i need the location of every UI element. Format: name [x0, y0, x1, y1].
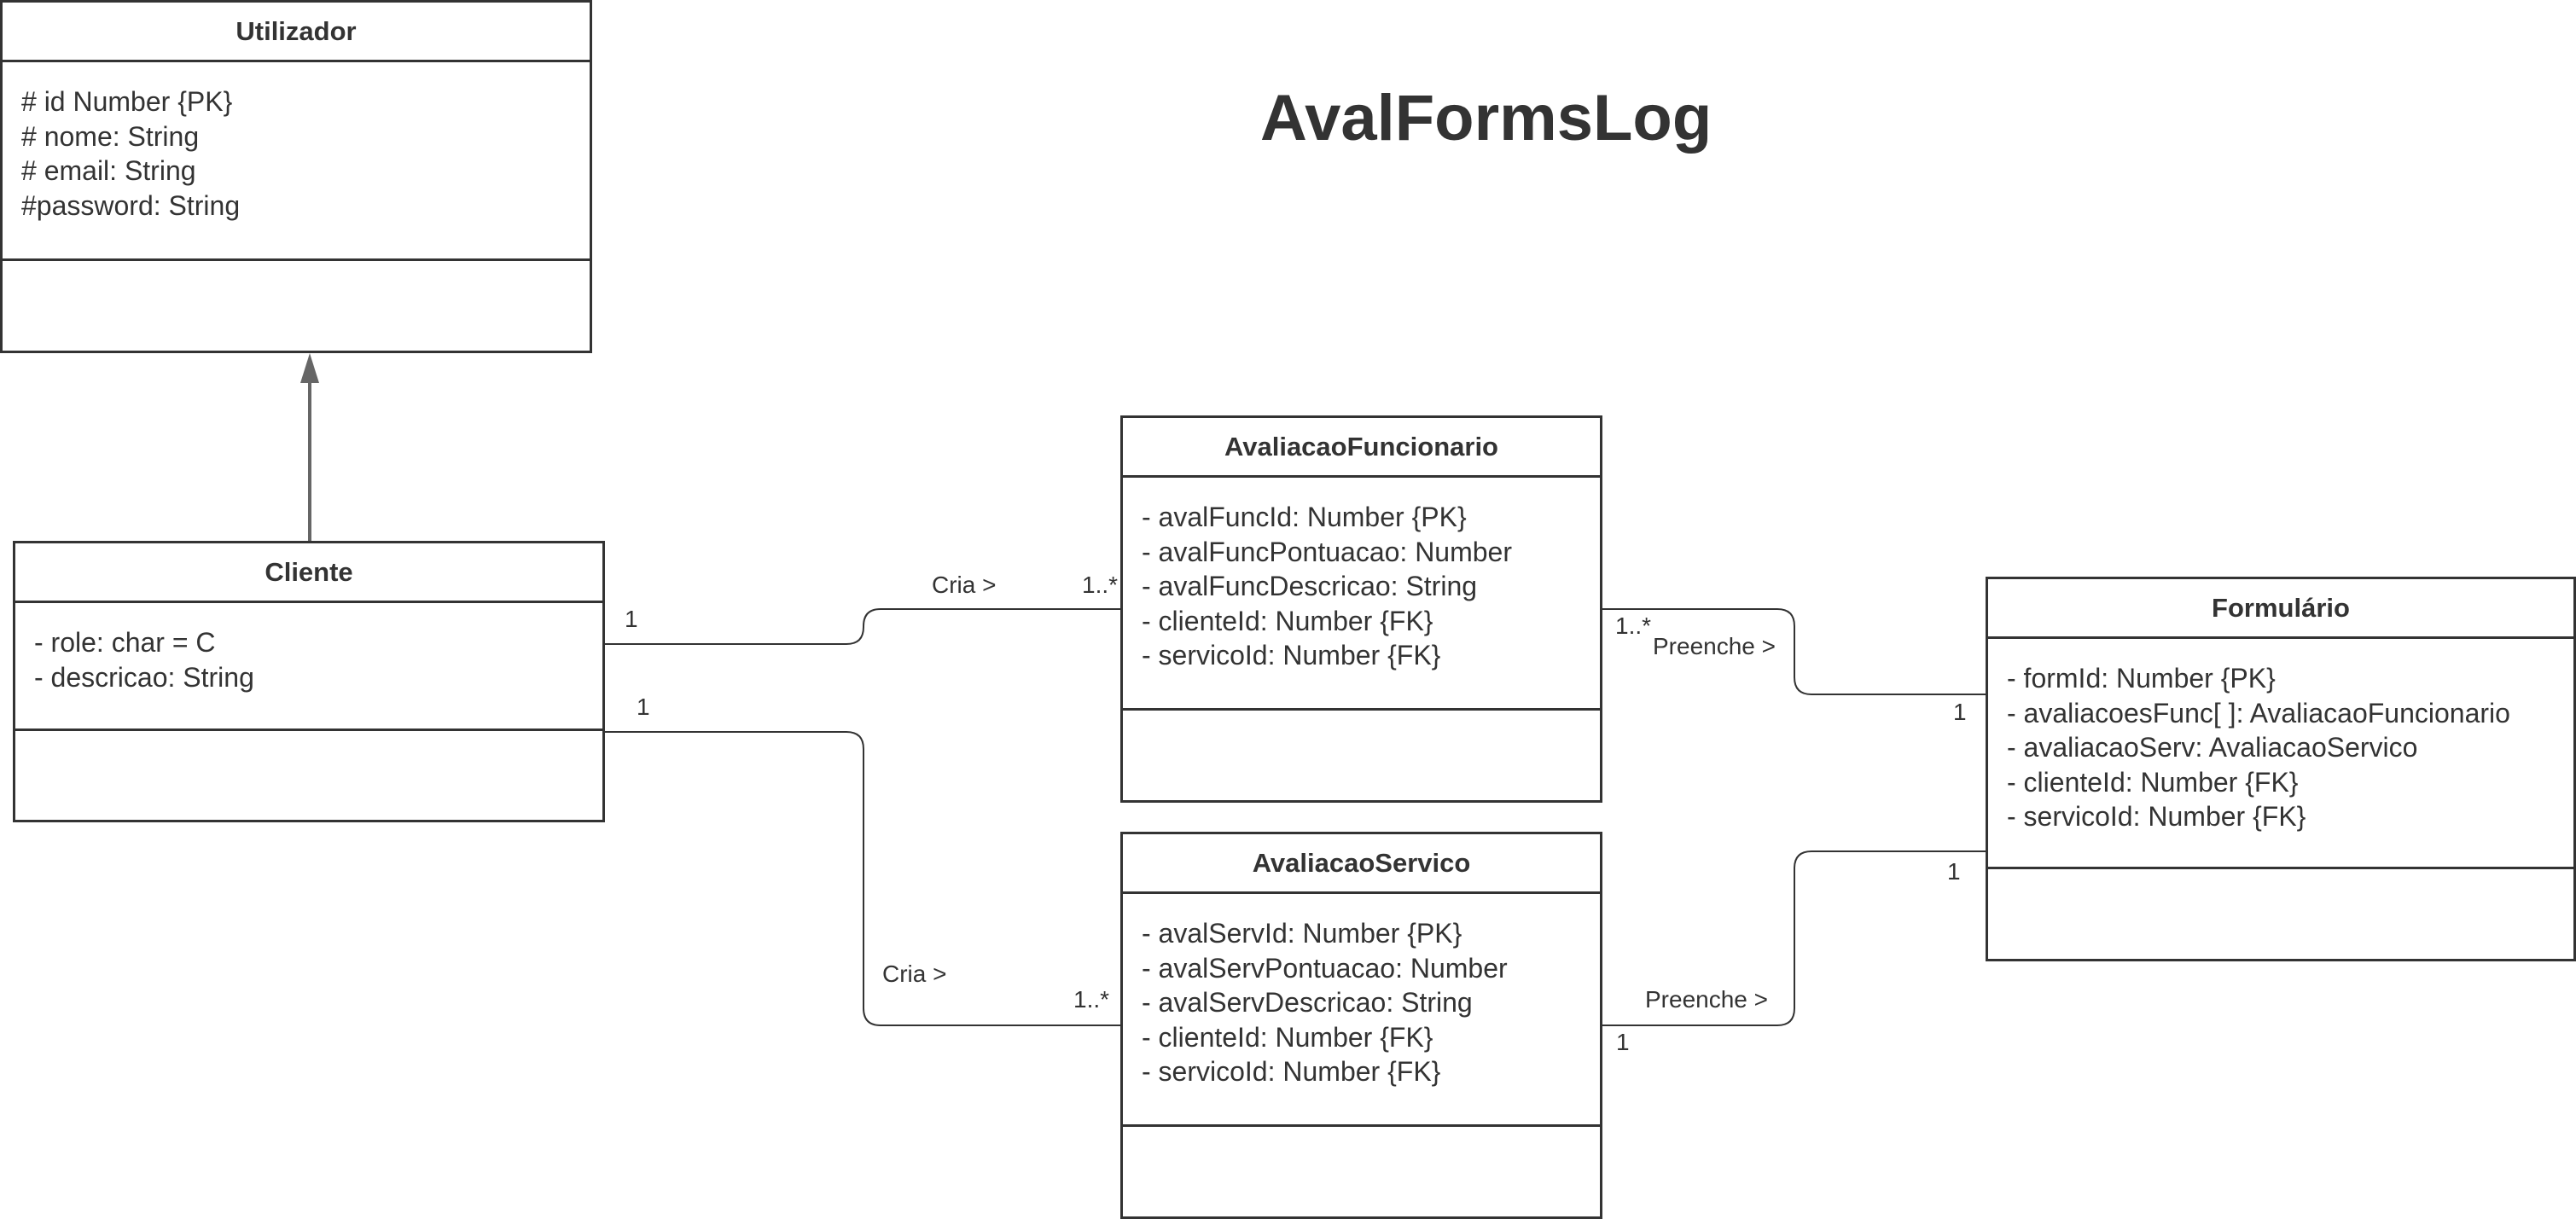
multiplicity-label: 1 — [1953, 699, 1967, 725]
attribute: # email: String — [21, 155, 196, 186]
class-cliente[interactable]: Cliente - role: char = C - descricao: St… — [13, 541, 605, 822]
association-label: Preenche > — [1645, 986, 1768, 1013]
attribute: - avalFuncDescricao: String — [1142, 571, 1478, 601]
class-name: Cliente — [15, 543, 602, 603]
attribute: - servicoId: Number {FK} — [1142, 1056, 1441, 1087]
generalization-edge — [300, 353, 319, 541]
attribute: - avalServPontuacao: Number — [1142, 952, 1508, 984]
edge-avaliacaoservico-formulario — [1602, 850, 1986, 1026]
attributes-compartment: - role: char = C - descricao: String — [15, 603, 602, 731]
class-name: AvaliacaoServico — [1123, 834, 1600, 894]
multiplicity-label: 1..* — [1615, 612, 1652, 639]
attribute: - avalServDescricao: String — [1142, 987, 1473, 1018]
generalization-arrowhead — [300, 353, 319, 383]
edge-avaliacaofuncionario-formulario — [1602, 608, 1986, 695]
attribute: - servicoId: Number {FK} — [2007, 801, 2306, 832]
attribute: - avaliacaoServ: AvaliacaoServico — [2007, 732, 2418, 763]
attribute: - avaliacoesFunc[ ]: AvaliacaoFuncionari… — [2007, 697, 2510, 728]
attributes-compartment: - avalServId: Number {PK} - avalServPont… — [1123, 894, 1600, 1127]
class-avaliacaoservico[interactable]: AvaliacaoServico - avalServId: Number {P… — [1120, 832, 1602, 1219]
attributes-compartment: - avalFuncId: Number {PK} - avalFuncPont… — [1123, 478, 1600, 711]
edge-cliente-avaliacaoservico — [604, 731, 1120, 1026]
attribute: - avalServId: Number {PK} — [1142, 918, 1462, 949]
attribute: #password: String — [21, 189, 241, 221]
attribute: - clienteId: Number {FK} — [1142, 1021, 1433, 1053]
attribute: - avalFuncPontuacao: Number — [1142, 536, 1512, 567]
edge-cliente-avaliacaofuncionario — [604, 608, 1120, 645]
class-name: AvaliacaoFuncionario — [1123, 418, 1600, 478]
attribute: - role: char = C — [34, 627, 216, 658]
multiplicity-label: 1..* — [1073, 986, 1110, 1013]
multiplicity-label: 1 — [1947, 858, 1961, 885]
multiplicity-label: 1..* — [1082, 572, 1119, 598]
association-label: Preenche > — [1653, 633, 1776, 659]
class-name: Utilizador — [3, 3, 590, 62]
association-label: Cria > — [882, 961, 947, 987]
attribute: # id Number {PK} — [21, 86, 233, 117]
diagram-title: AvalFormsLog — [1260, 82, 1712, 154]
class-name: Formulário — [1988, 579, 2573, 639]
attribute: - descricao: String — [34, 661, 254, 693]
attribute: - clienteId: Number {FK} — [1142, 605, 1433, 636]
association-label: Cria > — [932, 572, 997, 598]
multiplicity-label: 1 — [637, 694, 650, 720]
attribute: - servicoId: Number {FK} — [1142, 640, 1441, 670]
class-utilizador[interactable]: Utilizador # id Number {PK} # nome: Stri… — [0, 0, 592, 353]
multiplicity-label: 1 — [625, 606, 638, 632]
multiplicity-label: 1 — [1616, 1029, 1630, 1055]
attribute: # nome: String — [21, 120, 200, 152]
attributes-compartment: # id Number {PK} # nome: String # email:… — [3, 62, 590, 261]
class-formulario[interactable]: Formulário - formId: Number {PK} - avali… — [1986, 577, 2576, 961]
class-avaliacaofuncionario[interactable]: AvaliacaoFuncionario - avalFuncId: Numbe… — [1120, 415, 1602, 803]
attribute: - formId: Number {PK} — [2007, 663, 2276, 694]
attribute: - avalFuncId: Number {PK} — [1142, 502, 1467, 532]
attribute: - clienteId: Number {FK} — [2007, 766, 2299, 798]
attributes-compartment: - formId: Number {PK} - avaliacoesFunc[ … — [1988, 639, 2573, 869]
